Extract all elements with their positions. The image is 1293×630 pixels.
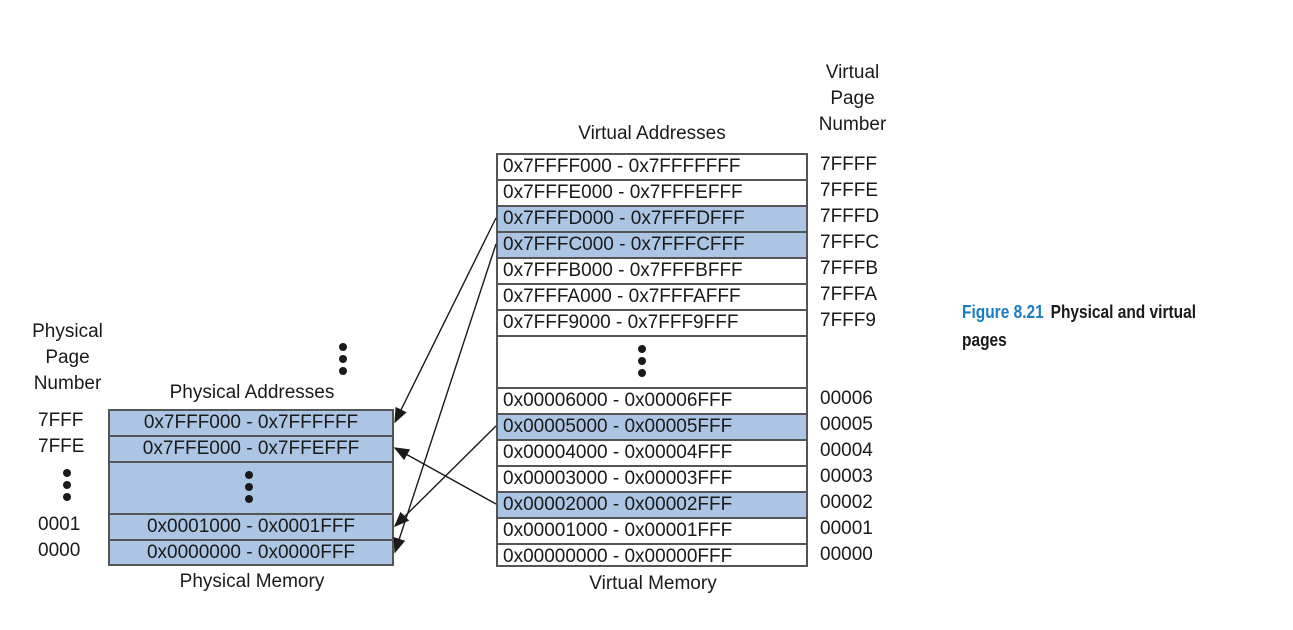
ellipsis-icon	[339, 343, 347, 379]
physical-page-number: 0001	[38, 514, 81, 535]
virtual-page-number: 00000	[820, 544, 873, 565]
header-line: Page	[45, 347, 90, 368]
physical-page-number: 7FFE	[38, 436, 85, 457]
address-range: 0x7FFF9000 - 0x7FFF9FFF	[503, 312, 739, 333]
address-range: 0x00003000 - 0x00003FFF	[503, 468, 733, 489]
address-range: 0x7FFFC000 - 0x7FFFCFFF	[503, 234, 745, 255]
virtual-address-row: 0x00001000 - 0x00001FFF	[498, 519, 806, 545]
virtual-address-row: 0x7FFFD000 - 0x7FFFDFFF	[498, 207, 806, 233]
physical-addresses-header: Physical Addresses	[169, 382, 335, 403]
virtual-address-row: 0x7FFFF000 - 0x7FFFFFFF	[498, 155, 806, 181]
physical-memory-table: 0x7FFF000 - 0x7FFFFFF 0x7FFE000 - 0x7FFEF…	[108, 409, 394, 566]
virtual-address-row: 0x00005000 - 0x00005FFF	[498, 415, 806, 441]
virtual-page-number: 00002	[820, 492, 873, 513]
virtual-memory-table: 0x7FFFF000 - 0x7FFFFFFF 0x7FFFE000 - 0x7F…	[496, 153, 808, 567]
physical-page-number-header: Physical Page Number	[20, 319, 115, 397]
header-line: Number	[818, 114, 887, 135]
ellipsis-row	[498, 337, 806, 389]
virtual-page-number: 7FFFA	[820, 284, 878, 305]
virtual-page-number: 00003	[820, 466, 873, 487]
header-line: Page	[830, 88, 875, 109]
address-range: 0x7FFE000 - 0x7FFEFFF	[142, 438, 360, 459]
virtual-address-row: 0x00003000 - 0x00003FFF	[498, 467, 806, 493]
virtual-page-number: 00001	[820, 518, 873, 539]
virtual-page-number-header: Virtual Page Number	[800, 60, 905, 138]
ellipsis-row	[110, 463, 392, 515]
address-range: 0x00004000 - 0x00004FFF	[503, 442, 733, 463]
virtual-address-row: 0x7FFFA000 - 0x7FFFAFFF	[498, 285, 806, 311]
address-range: 0x0000000 - 0x0000FFF	[146, 542, 356, 563]
virtual-page-number: 00004	[820, 440, 873, 461]
virtual-address-row: 0x00004000 - 0x00004FFF	[498, 441, 806, 467]
physical-address-row: 0x0000000 - 0x0000FFF	[110, 541, 392, 567]
address-range: 0x00006000 - 0x00006FFF	[503, 390, 733, 411]
virtual-address-row: 0x00000000 - 0x00000FFF	[498, 545, 806, 571]
address-range: 0x00000000 - 0x00000FFF	[503, 546, 733, 567]
virtual-page-number: 7FFFF	[820, 154, 877, 175]
mapping-arrow	[393, 447, 497, 505]
virtual-page-number: 7FFF9	[820, 310, 876, 331]
virtual-address-row: 0x7FFF9000 - 0x7FFF9FFF	[498, 311, 806, 337]
virtual-address-row: 0x7FFFC000 - 0x7FFFCFFF	[498, 233, 806, 259]
header-line: Physical	[32, 321, 103, 342]
figure-number: Figure 8.21	[962, 302, 1044, 322]
physical-page-number: 7FFF	[38, 410, 84, 431]
physical-address-row: 0x0001000 - 0x0001FFF	[110, 515, 392, 541]
header-line: Virtual	[825, 62, 880, 83]
virtual-page-number: 7FFFC	[820, 232, 880, 253]
mapping-arrow	[393, 243, 497, 554]
virtual-memory-title: Virtual Memory	[589, 573, 717, 594]
address-range: 0x00005000 - 0x00005FFF	[503, 416, 733, 437]
physical-page-number: 0000	[38, 540, 81, 561]
header-line: Number	[33, 373, 102, 394]
address-range: 0x0001000 - 0x0001FFF	[146, 516, 356, 537]
mapping-arrow	[394, 217, 497, 424]
virtual-page-number: 00006	[820, 388, 873, 409]
virtual-address-row: 0x7FFFB000 - 0x7FFFBFFF	[498, 259, 806, 285]
virtual-page-number: 7FFFD	[820, 206, 880, 227]
ellipsis-icon	[638, 345, 646, 381]
physical-address-row: 0x7FFE000 - 0x7FFEFFF	[110, 437, 392, 463]
virtual-page-number: 7FFFB	[820, 258, 879, 279]
figure-caption-text: Physical and virtual pages	[962, 302, 1197, 350]
address-range: 0x7FFF000 - 0x7FFFFFF	[143, 412, 359, 433]
address-range: 0x7FFFA000 - 0x7FFFAFFF	[503, 286, 741, 307]
physical-memory-title: Physical Memory	[179, 571, 325, 592]
address-range: 0x00002000 - 0x00002FFF	[503, 494, 733, 515]
virtual-address-row: 0x00002000 - 0x00002FFF	[498, 493, 806, 519]
virtual-addresses-header: Virtual Addresses	[578, 123, 726, 144]
address-range: 0x7FFFB000 - 0x7FFFBFFF	[503, 260, 743, 281]
physical-address-row: 0x7FFF000 - 0x7FFFFFF	[110, 411, 392, 437]
virtual-page-number: 7FFFE	[820, 180, 879, 201]
address-range: 0x00001000 - 0x00001FFF	[503, 520, 733, 541]
virtual-address-row: 0x00006000 - 0x00006FFF	[498, 389, 806, 415]
ellipsis-icon	[245, 471, 253, 507]
address-range: 0x7FFFD000 - 0x7FFFDFFF	[503, 208, 745, 229]
address-range: 0x7FFFF000 - 0x7FFFFFFF	[503, 156, 741, 177]
virtual-address-row: 0x7FFFE000 - 0x7FFFEFFF	[498, 181, 806, 207]
virtual-page-number: 00005	[820, 414, 873, 435]
ellipsis-icon	[63, 469, 71, 505]
address-range: 0x7FFFE000 - 0x7FFFEFFF	[503, 182, 743, 203]
